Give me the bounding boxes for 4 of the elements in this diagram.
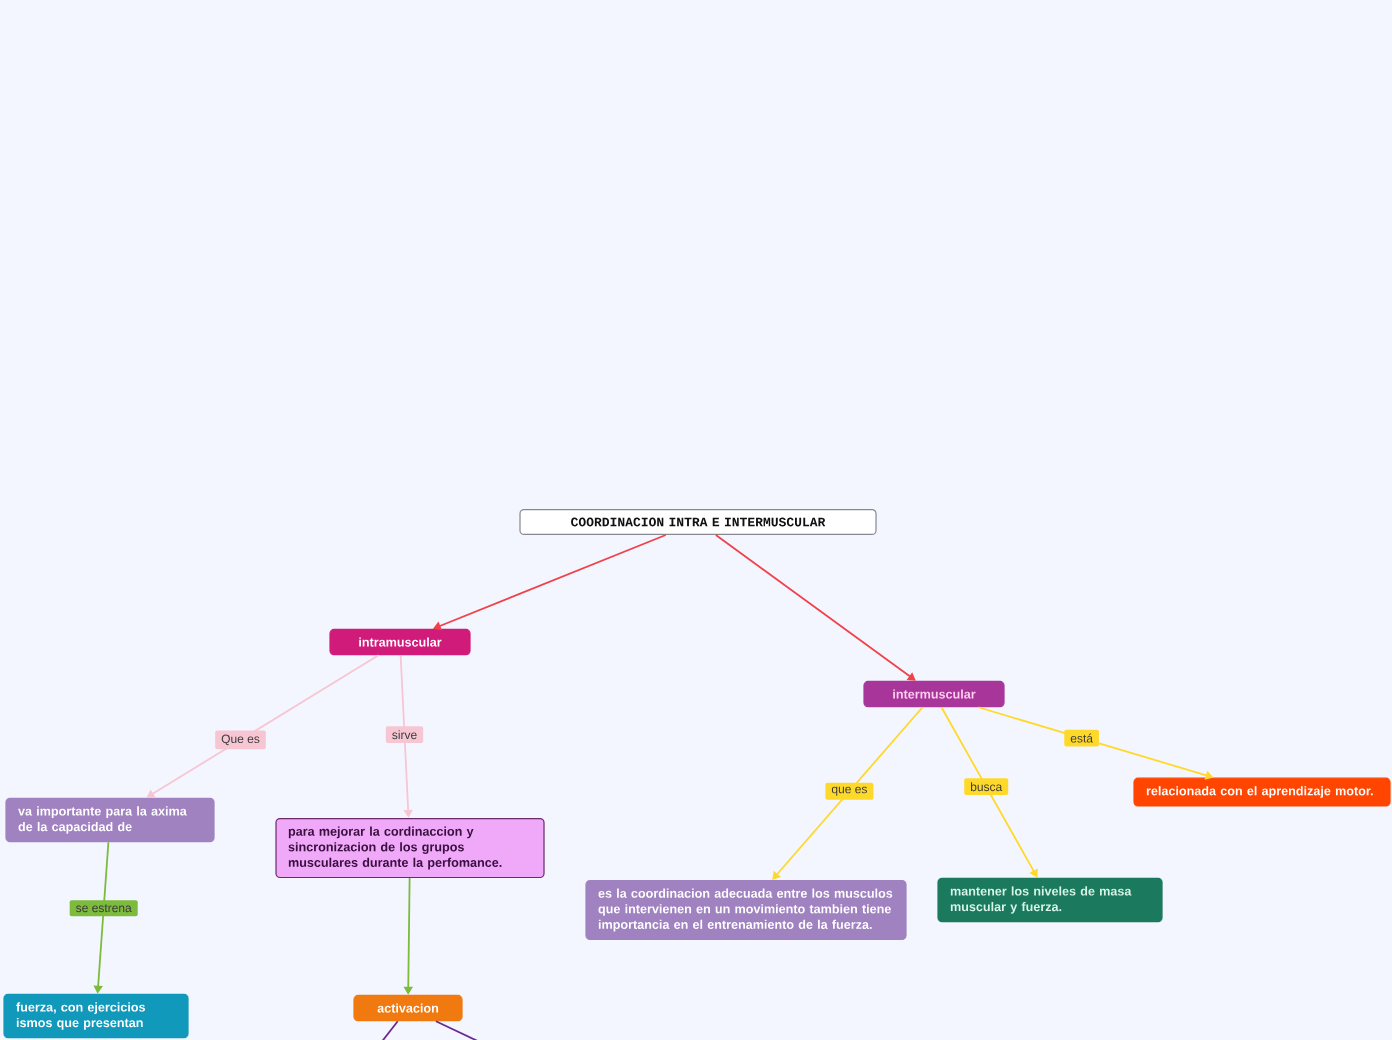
arrow	[146, 654, 380, 798]
arrow	[772, 706, 924, 880]
arrow	[940, 706, 1038, 878]
arrow	[714, 534, 916, 681]
